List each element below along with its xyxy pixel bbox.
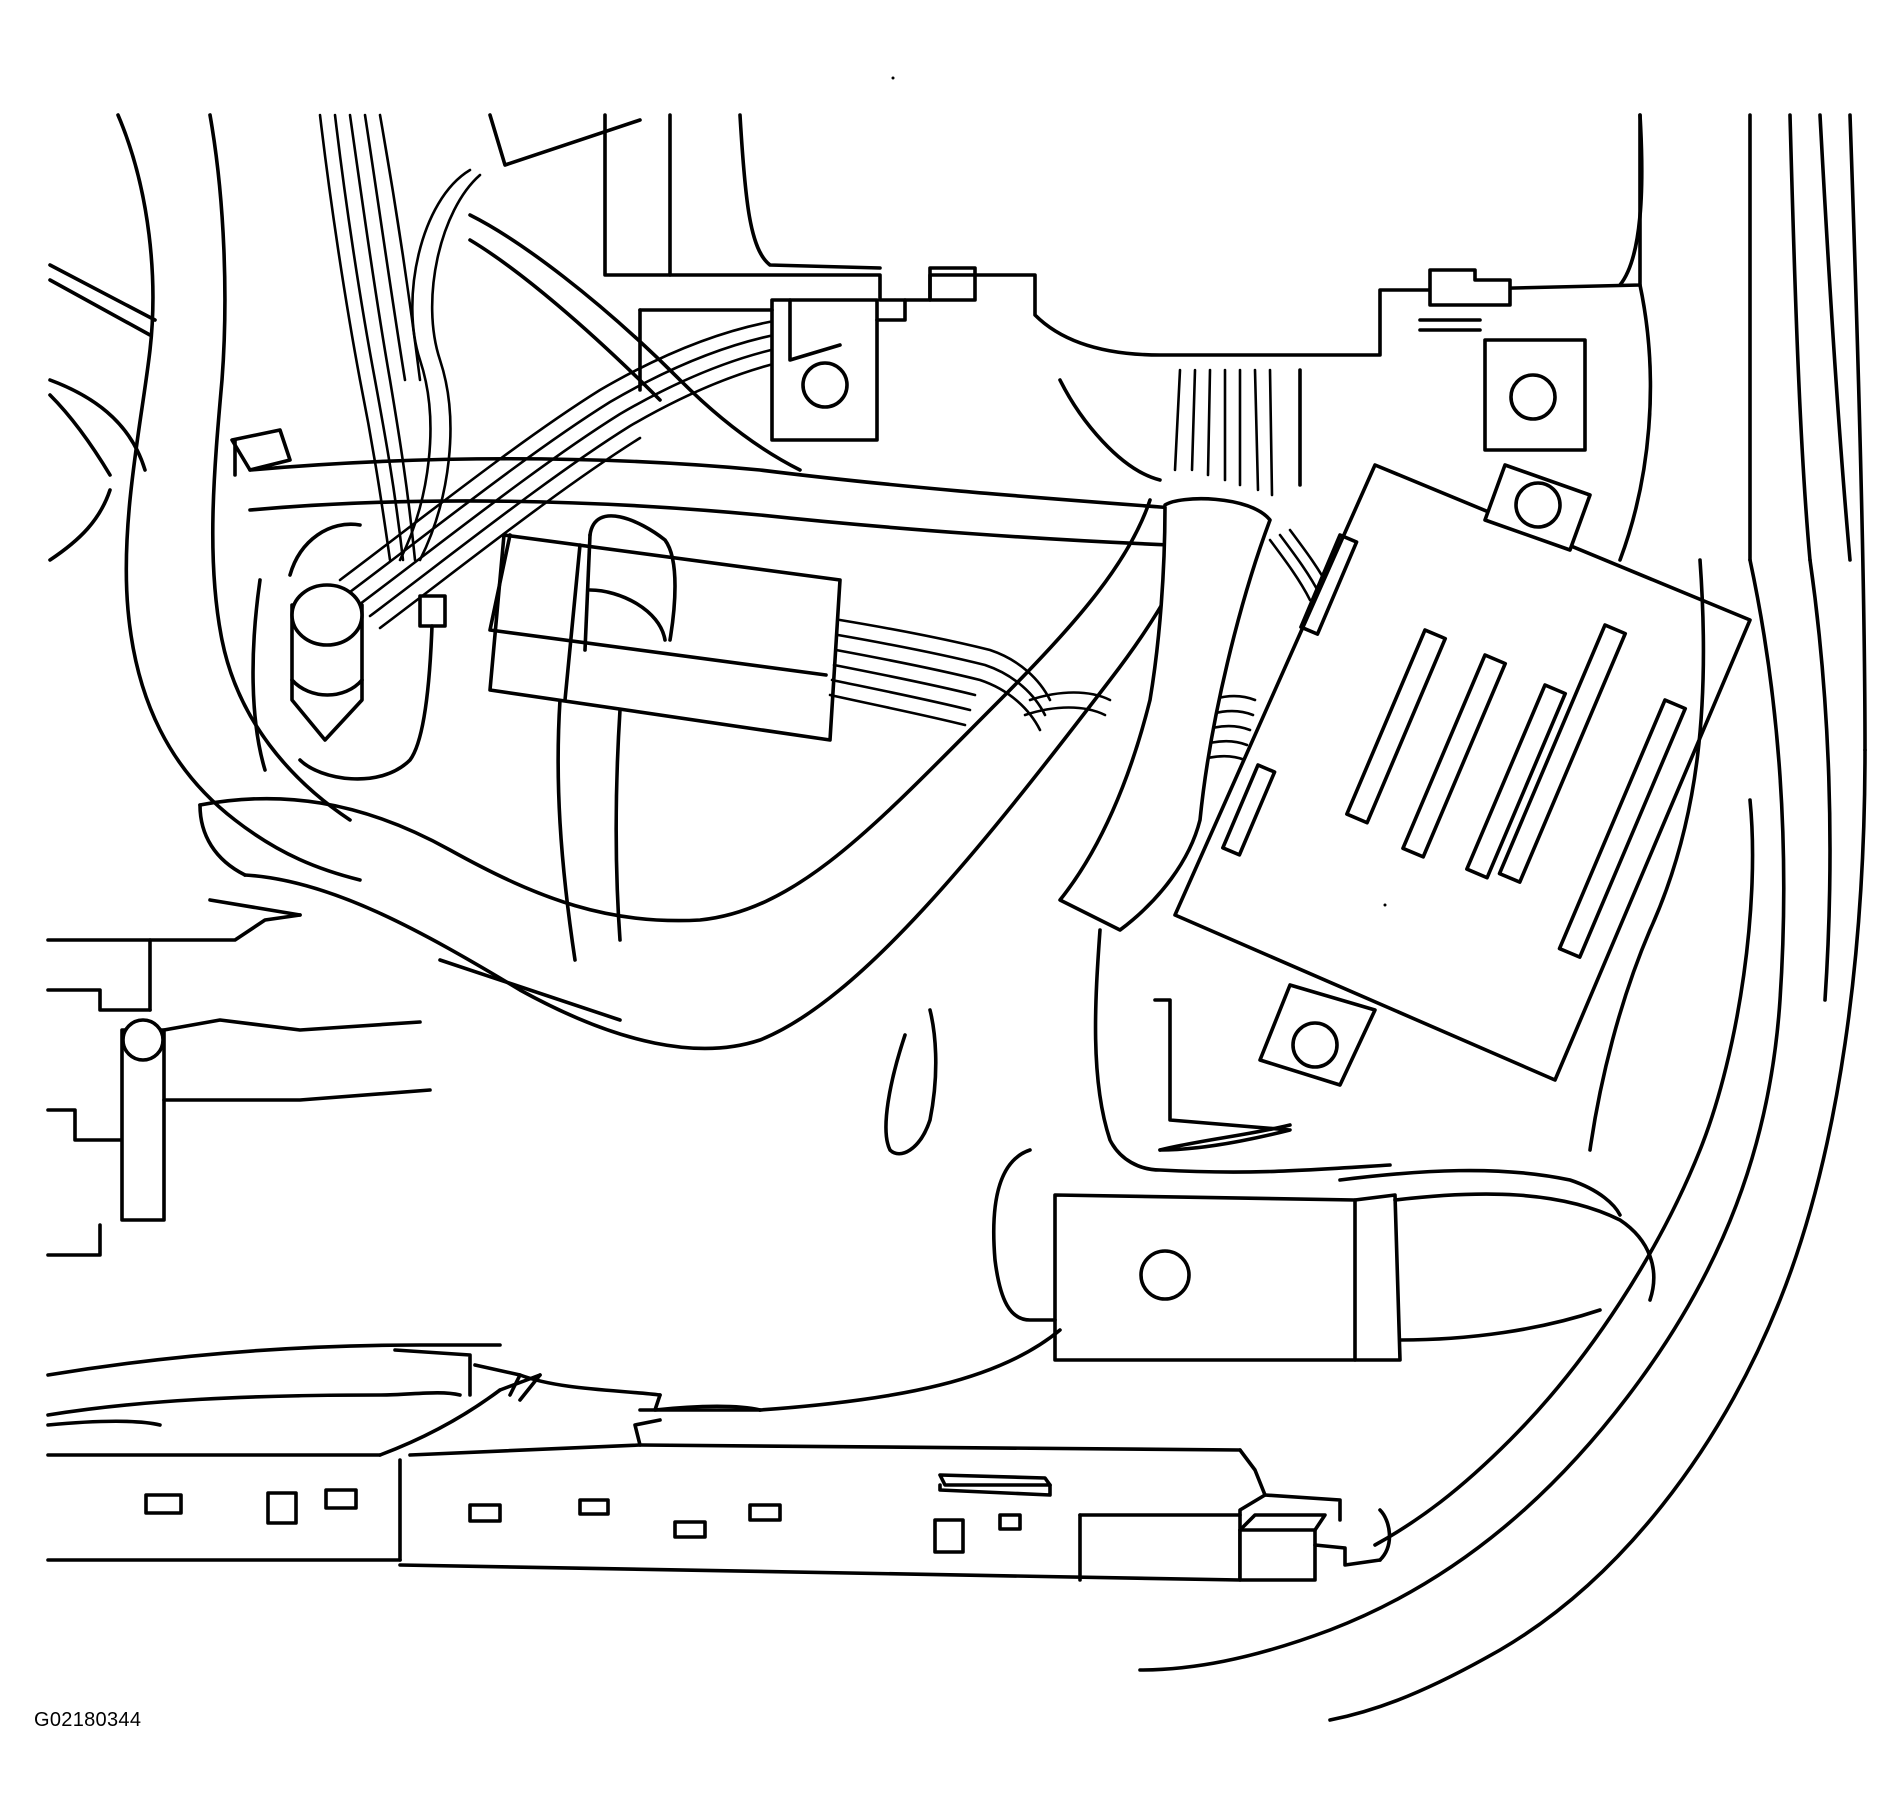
left-bolt-pin	[120, 1018, 432, 1222]
upper-right-bracket-top	[1418, 268, 1587, 452]
right-pillar	[1138, 283, 1867, 1722]
upper-bracket-structure	[603, 113, 1867, 752]
diagonal-wire-group	[338, 318, 812, 630]
bottom-sill-rail	[46, 1343, 1342, 1582]
round-connector-left	[230, 428, 447, 781]
module-lower-bracket	[1258, 983, 1377, 1087]
upper-wire-bundle	[318, 113, 802, 562]
vertical-harness-segment	[1058, 496, 1272, 932]
connector-output-wires	[828, 618, 1112, 732]
rectangular-connector	[488, 514, 842, 742]
lower-center-bracket	[1053, 1168, 1656, 1362]
rail-end-connector	[1238, 1508, 1392, 1582]
curved-brace	[198, 498, 1202, 1051]
central-tube	[248, 456, 1202, 962]
left-trim-panel	[46, 113, 362, 1257]
figure-id-label: G02180344	[34, 1709, 142, 1731]
stray-marks	[891, 76, 1387, 907]
center-ribbon-cable	[1058, 368, 1302, 497]
top-center-bracket	[638, 298, 907, 442]
control-module	[1173, 463, 1752, 1082]
upper-right-bracket-mid	[1483, 463, 1592, 552]
rail-slots	[144, 1473, 1052, 1554]
